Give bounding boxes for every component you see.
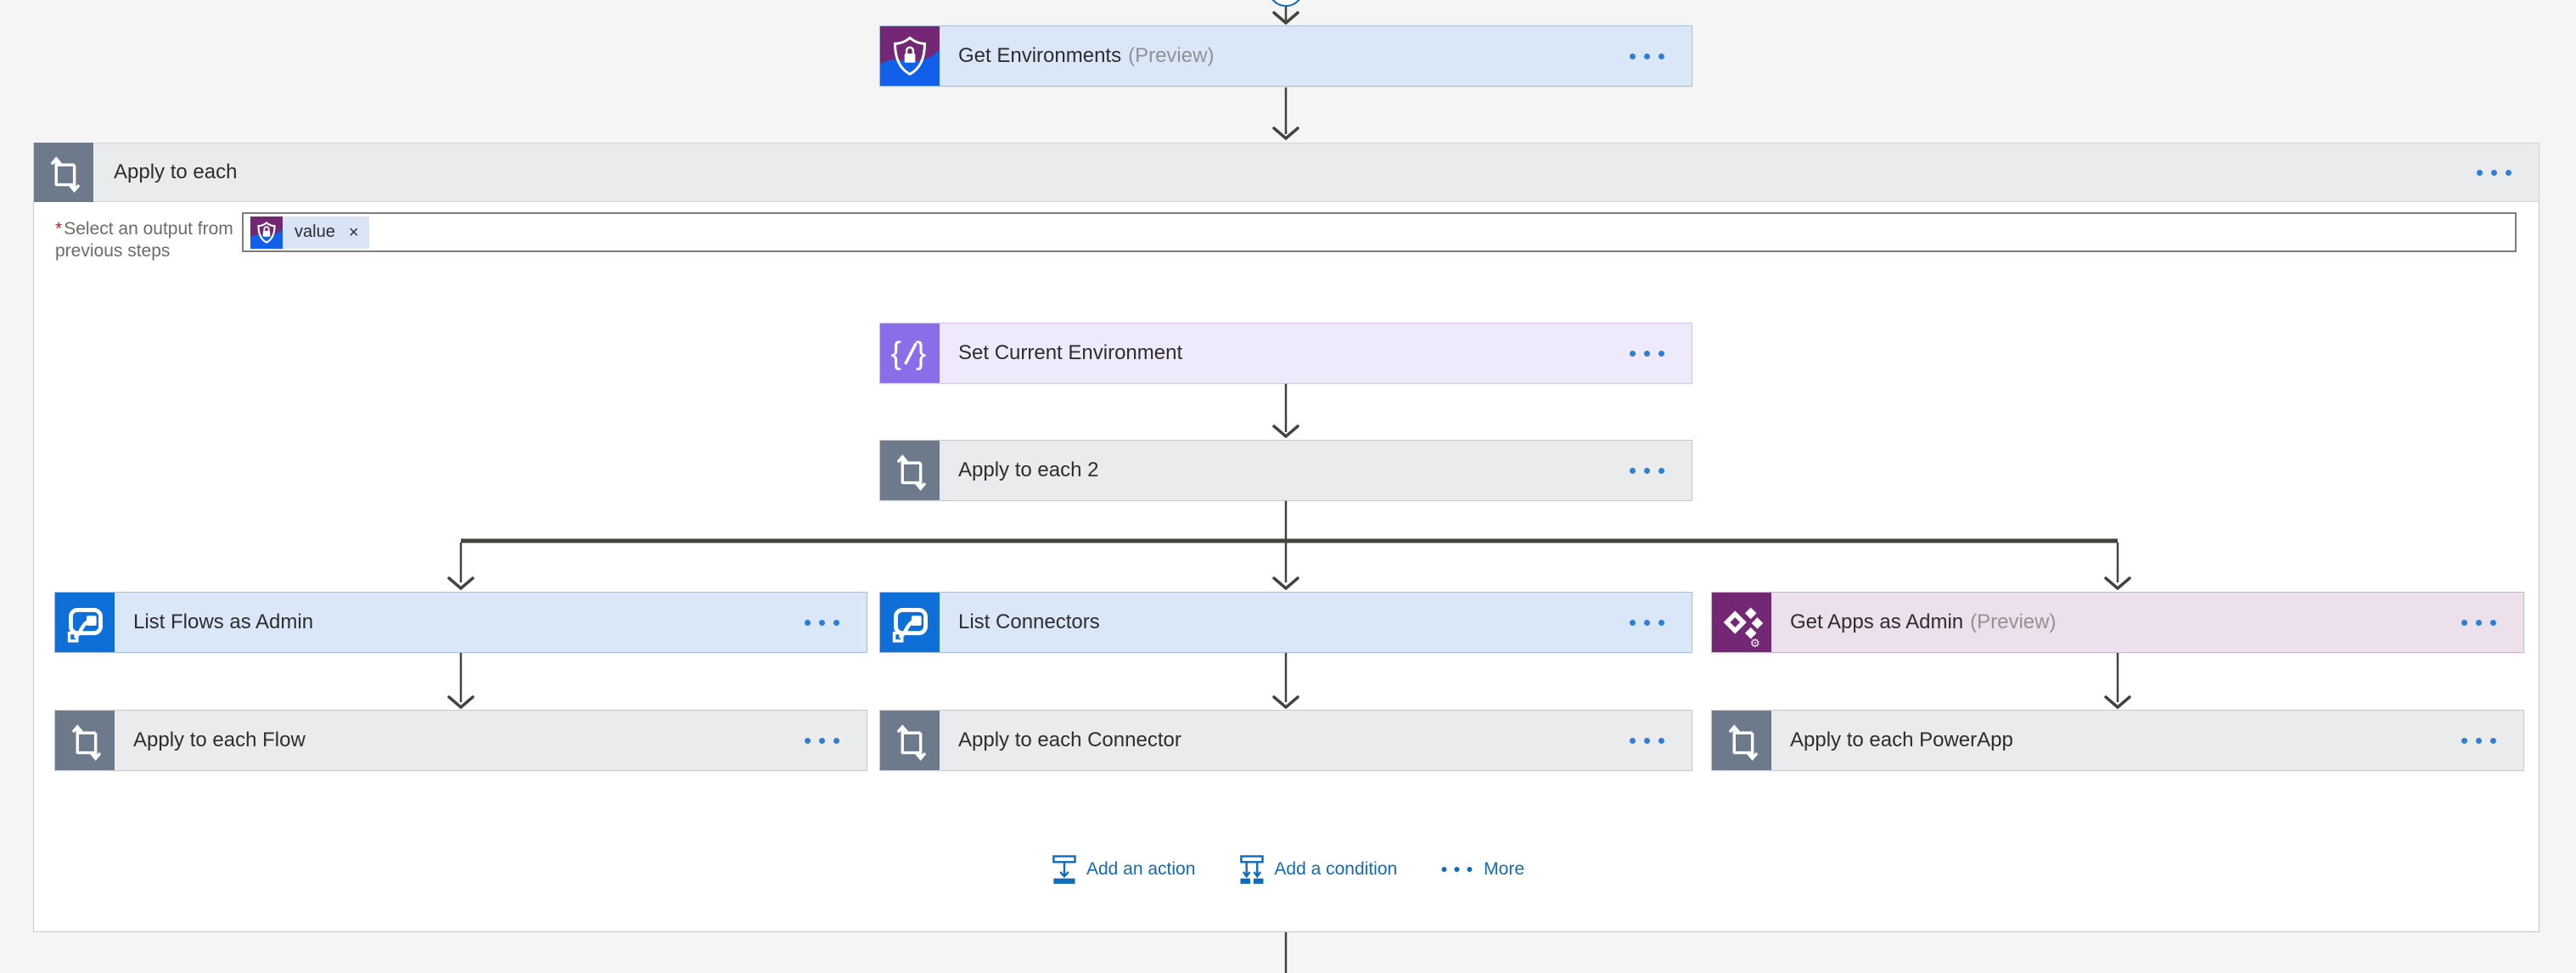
apply-to-each-header[interactable]: Apply to each: [33, 143, 2540, 202]
action-title: Set Current Environment: [958, 341, 1183, 364]
more-label: More: [1484, 859, 1525, 879]
add-condition-icon: [1240, 855, 1264, 884]
ellipsis-menu-icon[interactable]: [2461, 737, 2523, 744]
scope-title: Apply to each: [114, 160, 238, 183]
loop-icon: [55, 711, 115, 770]
ellipsis-menu-icon[interactable]: [2477, 169, 2539, 176]
more-ellipsis-icon: [1441, 867, 1473, 872]
ellipsis-menu-icon[interactable]: [1630, 467, 1692, 474]
ellipsis-menu-icon[interactable]: [1630, 53, 1692, 59]
power-automate-icon: [880, 593, 940, 652]
ellipsis-menu-icon[interactable]: [1630, 737, 1692, 744]
insert-step-plus-icon[interactable]: [1268, 0, 1304, 7]
ellipsis-menu-icon[interactable]: [805, 619, 867, 626]
action-title: Apply to each Flow: [133, 728, 306, 751]
select-output-input[interactable]: value ×: [242, 212, 2517, 252]
scope-apply-to-each-flow[interactable]: Apply to each Flow: [54, 710, 867, 771]
loop-icon: [880, 711, 940, 770]
token-label: value: [295, 222, 335, 241]
power-platform-admin-icon: [250, 216, 283, 249]
action-title: Apply to each PowerApp: [1790, 728, 2013, 751]
ellipsis-menu-icon[interactable]: [805, 737, 867, 744]
powerapps-admin-icon: ⚙: [1712, 593, 1771, 652]
action-title: Apply to each Connector: [958, 728, 1181, 751]
preview-badge: (Preview): [1128, 44, 1215, 67]
scope-apply-to-each-2[interactable]: Apply to each 2: [879, 440, 1692, 501]
more-button[interactable]: More: [1441, 859, 1524, 880]
action-title: Apply to each 2: [958, 458, 1099, 481]
scope-apply-to-each-powerapp[interactable]: Apply to each PowerApp: [1711, 710, 2524, 771]
action-title: List Flows as Admin: [133, 610, 314, 633]
ellipsis-menu-icon[interactable]: [2461, 619, 2523, 626]
svg-text:⚙: ⚙: [1750, 637, 1760, 650]
svg-text:}: }: [916, 336, 926, 371]
loop-icon: [34, 143, 93, 202]
action-set-current-environment[interactable]: { } Set Current Environment: [879, 323, 1692, 384]
remove-token-icon[interactable]: ×: [348, 222, 359, 242]
param-label: *Select an output from previous steps: [55, 219, 233, 261]
loop-icon: [1712, 711, 1771, 770]
action-list-connectors[interactable]: List Connectors: [879, 592, 1692, 653]
power-platform-admin-icon: [880, 26, 940, 86]
preview-badge: (Preview): [1970, 610, 2057, 633]
action-list-flows-as-admin[interactable]: List Flows as Admin: [54, 592, 867, 653]
add-condition-button[interactable]: Add a condition: [1239, 854, 1397, 885]
add-condition-label: Add a condition: [1274, 859, 1398, 879]
set-variable-icon: { }: [880, 323, 940, 383]
power-automate-icon: [55, 593, 115, 652]
add-action-icon: [1052, 855, 1076, 884]
dynamic-content-token[interactable]: value ×: [250, 216, 369, 249]
add-action-button[interactable]: Add an action: [1052, 854, 1195, 885]
action-title: List Connectors: [958, 610, 1100, 633]
ellipsis-menu-icon[interactable]: [1630, 350, 1692, 357]
scope-footer: Add an action Add a condition More: [1052, 854, 1524, 885]
action-get-environments[interactable]: Get Environments(Preview): [879, 25, 1692, 87]
required-marker: *: [55, 219, 63, 239]
svg-text:{: {: [891, 336, 901, 371]
action-title: Get Environments(Preview): [958, 44, 1215, 67]
apply-to-each-scope: [33, 143, 2540, 932]
loop-icon: [880, 441, 940, 500]
add-action-label: Add an action: [1086, 859, 1196, 879]
action-title: Get Apps as Admin(Preview): [1790, 610, 2057, 633]
action-get-apps-as-admin[interactable]: ⚙ Get Apps as Admin(Preview): [1711, 592, 2524, 653]
ellipsis-menu-icon[interactable]: [1630, 619, 1692, 626]
scope-apply-to-each-connector[interactable]: Apply to each Connector: [879, 710, 1692, 771]
